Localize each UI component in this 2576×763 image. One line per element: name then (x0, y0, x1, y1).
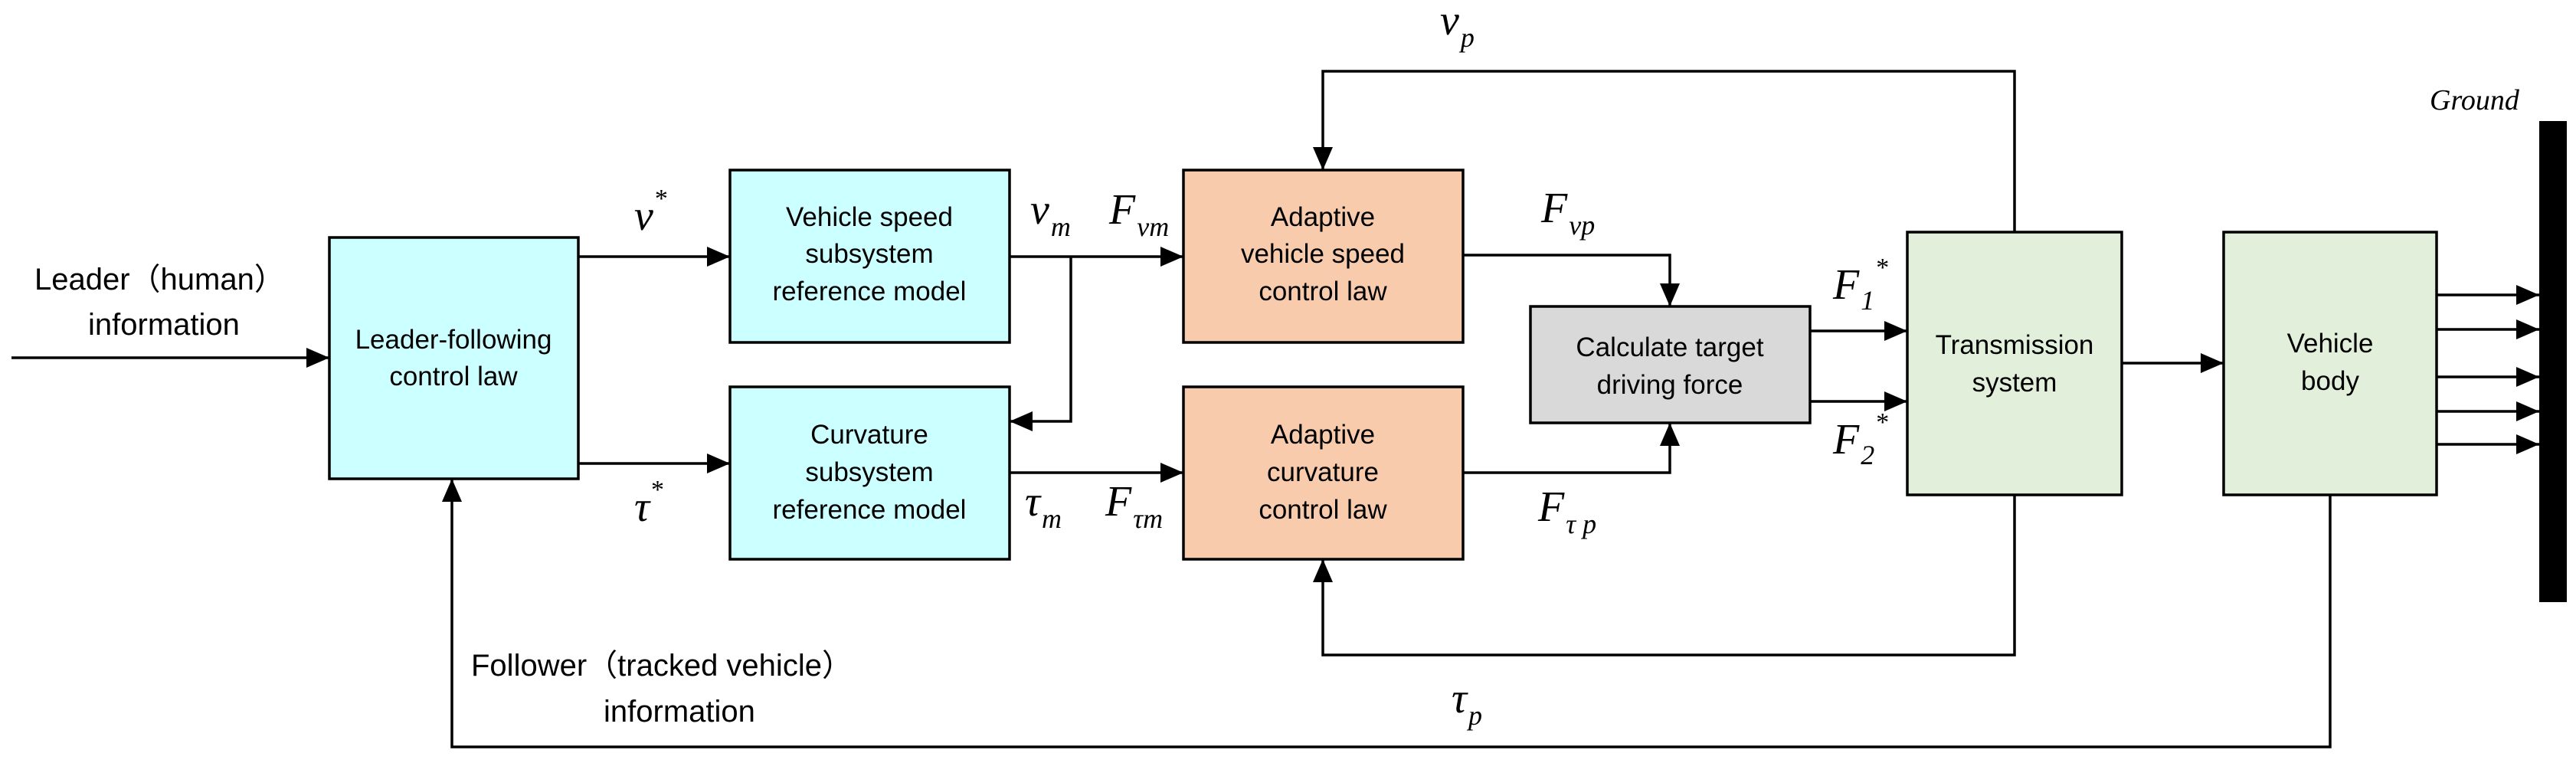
adaptive-curvature-box (1182, 385, 1465, 561)
arrow-f-tau-p (1463, 423, 1680, 474)
arrow-tau-p-feedback (1313, 495, 2016, 657)
block-curvature-reference-model: Curvature subsystem reference model (728, 385, 1011, 561)
speed-reference-line-2: subsystem (805, 239, 933, 269)
adaptive-curvature-line-3: control law (1259, 495, 1387, 525)
vehicle-body-line-2: body (2301, 366, 2359, 396)
block-speed-reference-model: Vehicle speed subsystem reference model (728, 169, 1011, 344)
vehicle-body-line-1: Vehicle (2287, 329, 2374, 359)
leader-following-line-2: control law (389, 362, 518, 391)
adaptive-curvature-line-1: Adaptive (1271, 420, 1375, 450)
block-leader-following-control-law: Leader-following control law (328, 236, 580, 480)
calc-force-box (1529, 305, 1812, 424)
arrow-f-vp (1463, 254, 1680, 306)
leader-info-line-1: Leader（human） (34, 263, 285, 296)
curvature-reference-box (728, 385, 1011, 561)
ground-label: Ground (2430, 84, 2520, 116)
arrow-follower-feedback (442, 479, 2332, 748)
connections (11, 70, 2539, 748)
curvature-reference-line-2: subsystem (805, 457, 933, 487)
adaptive-speed-line-2: vehicle speed (1241, 239, 1405, 269)
symbol-f-tau-m: Fτm (1105, 478, 1163, 534)
transmission-box (1906, 231, 2123, 496)
curvature-reference-line-1: Curvature (810, 420, 928, 450)
block-transmission-system: Transmission system (1906, 231, 2123, 496)
follower-info-line-1: Follower（tracked vehicle） (471, 649, 853, 683)
adaptive-speed-line-1: Adaptive (1271, 202, 1375, 232)
adaptive-curvature-line-2: curvature (1267, 457, 1379, 487)
symbol-f1-star: F1* (1832, 254, 1889, 316)
symbol-f2-star: F2* (1832, 408, 1889, 470)
block-calculate-target-driving-force: Calculate target driving force (1529, 305, 1812, 424)
vehicle-body-box (2222, 231, 2438, 496)
calc-force-line-2: driving force (1597, 370, 1743, 400)
symbol-f-vm: Fvm (1108, 186, 1169, 242)
symbol-v-star: v* (634, 185, 668, 240)
transmission-line-2: system (1972, 368, 2057, 398)
transmission-line-1: Transmission (1936, 330, 2094, 360)
speed-reference-line-1: Vehicle speed (786, 202, 953, 232)
leader-info-line-2: information (88, 308, 240, 342)
symbol-tau-p: τp (1452, 675, 1482, 731)
block-adaptive-speed-control-law: Adaptive vehicle speed control law (1182, 169, 1465, 344)
speed-reference-line-3: reference model (773, 277, 967, 306)
speed-reference-box (728, 169, 1011, 344)
block-vehicle-body: Vehicle body (2222, 231, 2438, 496)
symbol-v-m: vm (1030, 186, 1071, 242)
arrow-vm-to-curvature (1010, 257, 1072, 431)
arrow-vp-feedback (1313, 70, 2016, 232)
symbol-tau-star: τ* (634, 476, 664, 531)
symbol-f-tau-p: Fτ p (1537, 483, 1596, 539)
calc-force-line-1: Calculate target (1576, 332, 1763, 362)
symbol-tau-m: τm (1025, 478, 1062, 534)
adaptive-speed-line-3: control law (1259, 277, 1387, 306)
block-adaptive-curvature-control-law: Adaptive curvature control law (1182, 385, 1465, 561)
leader-following-line-1: Leader-following (355, 325, 552, 355)
leader-following-box (328, 236, 580, 480)
ground-bar (2539, 121, 2567, 602)
symbol-v-p: vp (1440, 0, 1475, 53)
follower-info-line-2: information (604, 695, 755, 729)
symbol-f-vp: Fvp (1540, 185, 1595, 241)
curvature-reference-line-3: reference model (773, 495, 967, 525)
